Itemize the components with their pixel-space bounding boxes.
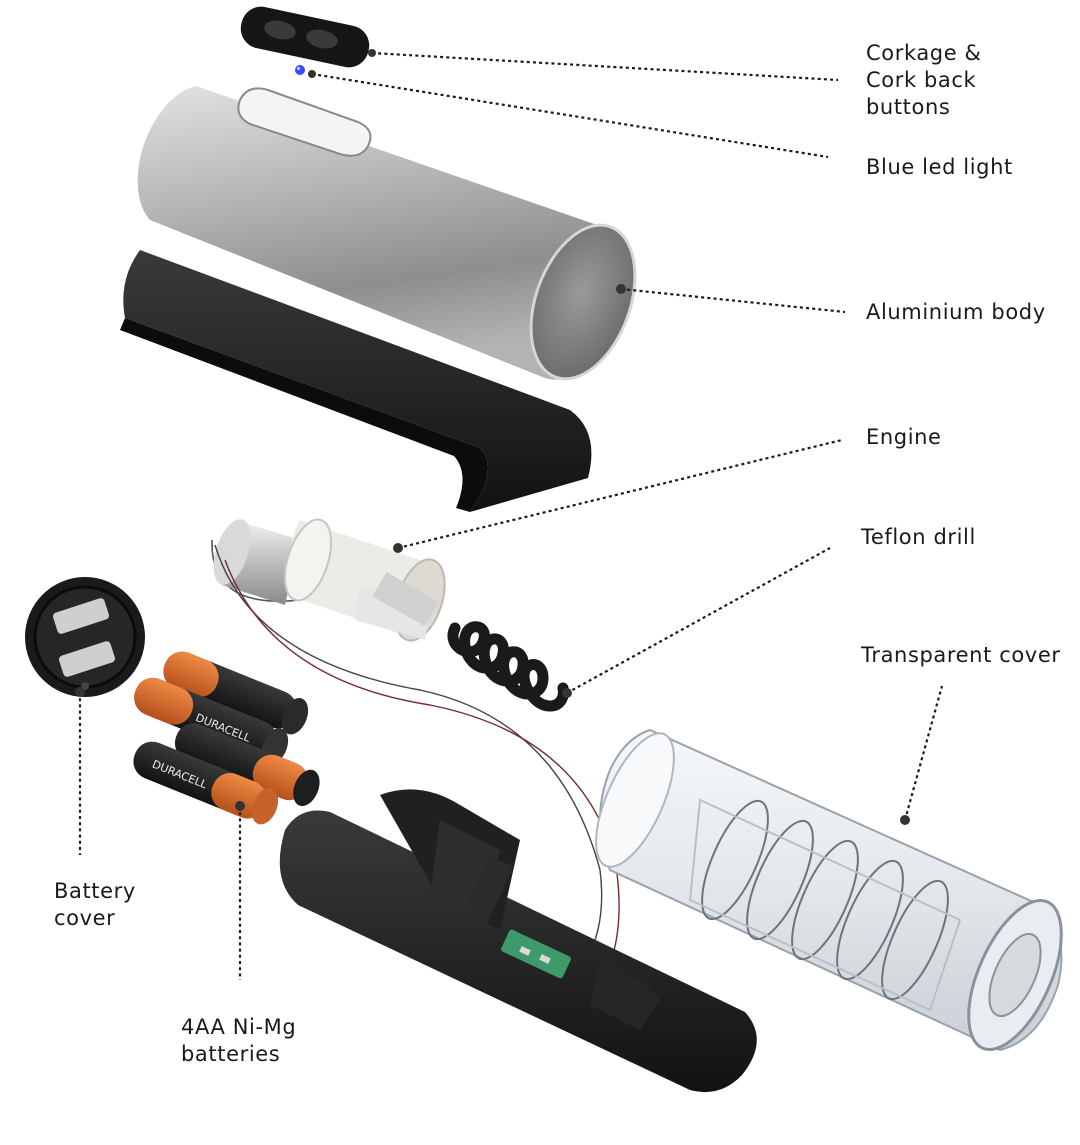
buttons-part	[240, 6, 370, 68]
label-buttons-line-3: buttons	[866, 95, 951, 119]
transparent-cover-part	[595, 728, 1063, 1052]
batteries-part: DURACELL DURACELL	[133, 651, 320, 825]
label-batteries: 4AA Ni-Mg batteries	[181, 1014, 296, 1068]
label-transparent-cover: Transparent cover	[861, 643, 1061, 667]
bottom-housing-part	[279, 789, 757, 1093]
leader-lines	[75, 49, 944, 980]
label-battery-cover: Battery cover	[54, 878, 136, 932]
label-teflon-drill: Teflon drill	[861, 525, 976, 549]
wires	[214, 544, 620, 1001]
label-battery-cover-line-2: cover	[54, 906, 116, 930]
engine-part	[211, 518, 446, 642]
label-batteries-line-1: 4AA Ni-Mg	[181, 1015, 297, 1039]
label-aluminium-body: Aluminium body	[866, 300, 1046, 324]
top-housing-part	[120, 250, 592, 512]
battery-cover-part	[25, 577, 145, 697]
label-buttons: Corkage & Cork back buttons	[866, 40, 982, 121]
label-buttons-line-1: Corkage &	[866, 41, 982, 65]
label-led-light: Blue led light	[866, 155, 1013, 179]
led-light-part	[295, 65, 305, 75]
label-buttons-line-2: Cork back	[866, 68, 977, 92]
label-battery-cover-line-1: Battery	[54, 879, 136, 903]
label-engine: Engine	[866, 425, 942, 449]
aluminium-body-part	[137, 86, 637, 381]
label-batteries-line-2: batteries	[181, 1042, 281, 1066]
teflon-drill-part	[447, 621, 569, 712]
pcb-board	[501, 929, 571, 979]
